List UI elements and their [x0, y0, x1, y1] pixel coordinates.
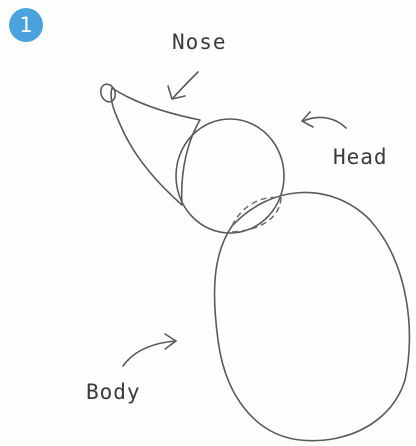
head-label: Head: [333, 145, 388, 169]
head-shape: [176, 119, 284, 233]
body-label: Body: [86, 380, 141, 404]
nose-arrow: [173, 72, 198, 98]
nose-label: Nose: [172, 30, 227, 54]
nose-tip: [98, 82, 117, 104]
head-body-overlap: [232, 197, 281, 232]
head-arrow: [303, 117, 346, 128]
body-shape: [215, 192, 410, 440]
nose-shape: [111, 88, 200, 205]
step-number-badge: 1: [9, 8, 43, 42]
body-arrow: [123, 341, 176, 366]
